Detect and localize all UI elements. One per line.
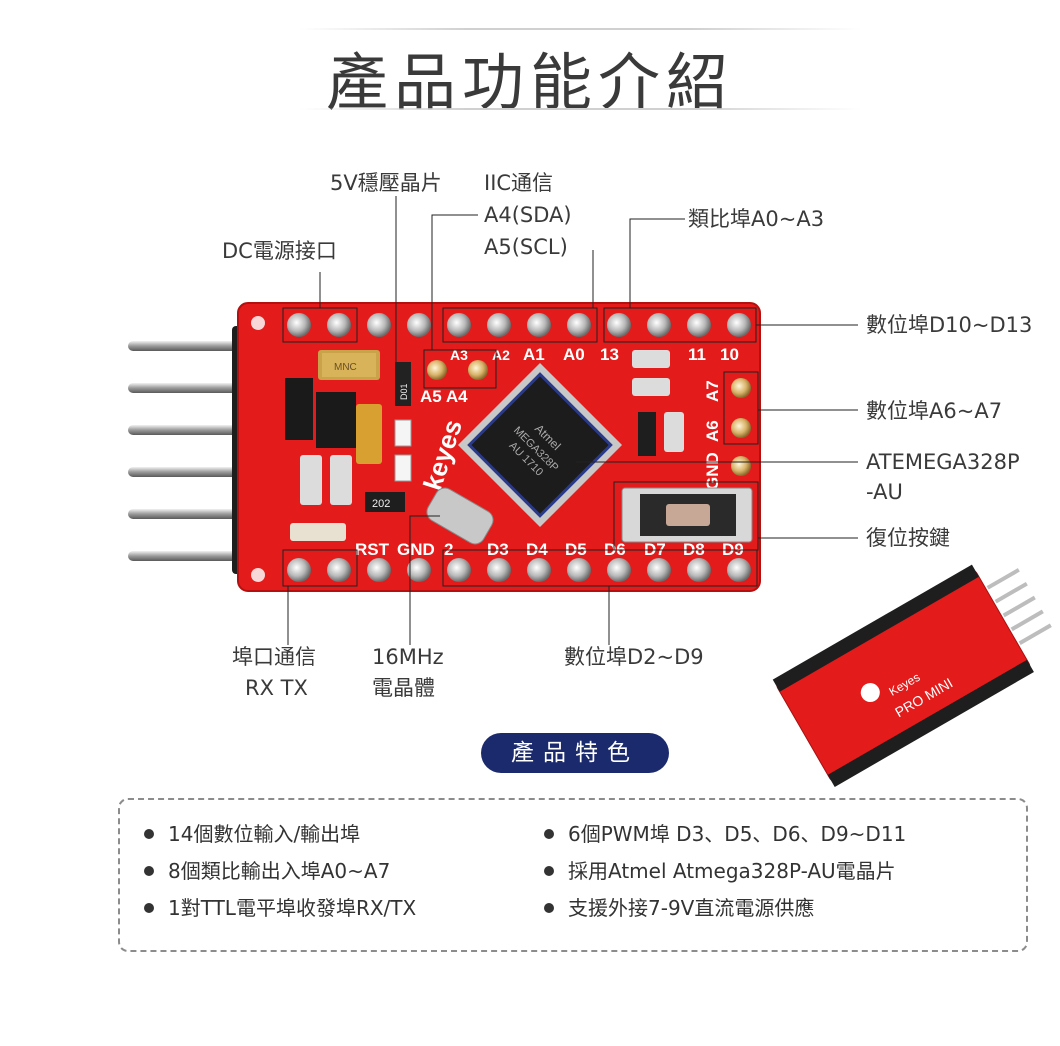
bullet-icon bbox=[544, 828, 554, 839]
silk-rst: RST bbox=[355, 540, 390, 559]
feature-item: 8個類比輸出入埠A0~A7 bbox=[144, 857, 390, 885]
label-regulator: 5V穩壓晶片 bbox=[330, 171, 442, 195]
bottom-pin-pads bbox=[287, 558, 751, 582]
features-badge: 產品特色 bbox=[481, 733, 669, 773]
label-mcu-line2: -AU bbox=[866, 480, 903, 504]
bullet-icon bbox=[144, 828, 154, 839]
resistor-text: 202 bbox=[372, 498, 390, 510]
cap-text: MNC bbox=[334, 362, 357, 373]
label-iic-sda: A4(SDA) bbox=[484, 203, 572, 227]
highlight-boxes bbox=[282, 307, 759, 587]
bullet-icon bbox=[144, 902, 154, 913]
silk-10: 10 bbox=[720, 345, 739, 364]
label-iic-title: IIC通信 bbox=[484, 171, 554, 195]
bullet-icon bbox=[144, 865, 154, 876]
feature-item: 支援外接7-9V直流電源供應 bbox=[544, 894, 814, 922]
box-d2-d9 bbox=[442, 549, 758, 587]
label-crystal-line2: 電晶體 bbox=[372, 676, 435, 700]
feature-text: 1對TTL電平埠收發埠RX/TX bbox=[168, 896, 417, 920]
feature-text: 6個PWM埠 D3、D5、D6、D9~D11 bbox=[568, 822, 907, 846]
silk-a2: A2 bbox=[492, 347, 510, 363]
label-crystal-line1: 16MHz bbox=[372, 645, 444, 669]
silk-a6: A6 bbox=[703, 420, 722, 442]
label-analog: 類比埠A0~A3 bbox=[688, 207, 825, 231]
box-a5a4 bbox=[423, 349, 497, 389]
silk-gnd-bottom: GND bbox=[397, 540, 435, 559]
feature-text: 採用Atmel Atmega328P-AU電晶片 bbox=[568, 859, 896, 883]
thumbnail-board: Keyes PRO MINI bbox=[772, 564, 1052, 787]
label-serial-line1: 埠口通信 bbox=[232, 645, 316, 669]
feature-item: 1對TTL電平埠收發埠RX/TX bbox=[144, 894, 416, 922]
label-d2-d9: 數位埠D2~D9 bbox=[564, 645, 704, 669]
side-pin-pads bbox=[427, 360, 751, 476]
title-rule-bottom bbox=[300, 108, 860, 110]
diode-text: D01 bbox=[399, 383, 409, 400]
feature-text: 8個類比輸出入埠A0~A7 bbox=[168, 859, 391, 883]
title-rule-top bbox=[300, 28, 860, 30]
features-box: 14個數位輸入/輸出埠 8個類比輸出入埠A0~A7 1對TTL電平埠收發埠RX/… bbox=[118, 798, 1028, 952]
page-title: 產品功能介紹 bbox=[325, 46, 734, 119]
box-serial bbox=[282, 549, 358, 587]
feature-item: 14個數位輸入/輸出埠 bbox=[144, 820, 360, 848]
feature-text: 支援外接7-9V直流電源供應 bbox=[568, 896, 815, 920]
bullet-icon bbox=[544, 902, 554, 913]
components: MNC D01 202 bbox=[285, 350, 753, 545]
silk-13: 13 bbox=[600, 345, 619, 364]
label-serial-line2: RX TX bbox=[245, 676, 308, 700]
silk-a3: A3 bbox=[450, 347, 468, 363]
label-d10-d13: 數位埠D10~D13 bbox=[866, 313, 1033, 337]
silk-gnd: GND bbox=[703, 452, 722, 490]
feature-text: 14個數位輸入/輸出埠 bbox=[168, 822, 361, 846]
silk-11: 11 bbox=[688, 345, 706, 364]
label-dc: DC電源接口 bbox=[222, 239, 337, 263]
label-reset: 復位按鍵 bbox=[866, 526, 950, 550]
silk-a7: A7 bbox=[703, 380, 722, 402]
feature-item: 採用Atmel Atmega328P-AU電晶片 bbox=[544, 857, 896, 885]
leader-lines bbox=[287, 196, 858, 645]
feature-item: 6個PWM埠 D3、D5、D6、D9~D11 bbox=[544, 820, 906, 848]
label-a6-a7: 數位埠A6~A7 bbox=[866, 399, 1003, 423]
bullet-icon bbox=[544, 865, 554, 876]
silk-a0: A0 bbox=[563, 345, 585, 364]
silk-a1: A1 bbox=[523, 345, 545, 364]
silk-a5a4: A5 A4 bbox=[420, 387, 468, 406]
box-a6-a7 bbox=[723, 371, 759, 445]
top-pin-pads bbox=[287, 313, 751, 337]
box-analog bbox=[442, 307, 598, 343]
label-iic-scl: A5(SCL) bbox=[484, 235, 568, 259]
label-mcu-line1: ATEMEGA328P bbox=[866, 450, 1020, 474]
